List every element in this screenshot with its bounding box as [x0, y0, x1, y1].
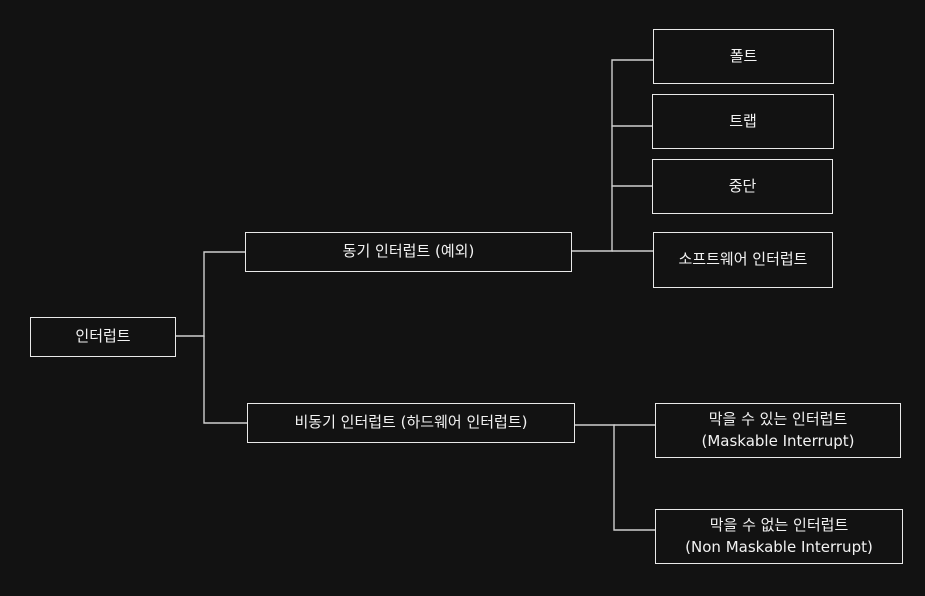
software-interrupt-node: 소프트웨어 인터럽트 [653, 232, 833, 288]
nonmaskable-interrupt-sublabel: (Non Maskable Interrupt) [685, 537, 873, 556]
fault-node: 폴트 [653, 29, 834, 84]
maskable-interrupt-label: 막을 수 있는 인터럽트 [708, 409, 848, 428]
async-interrupt-label: 비동기 인터럽트 (하드웨어 인터럽트) [294, 413, 528, 432]
async-interrupt-node: 비동기 인터럽트 (하드웨어 인터럽트) [247, 403, 575, 443]
nonmaskable-interrupt-node: 막을 수 없는 인터럽트 (Non Maskable Interrupt) [655, 509, 903, 564]
connector-async-bus [574, 424, 656, 531]
software-interrupt-label: 소프트웨어 인터럽트 [678, 250, 808, 269]
connector-root-sync [175, 251, 247, 337]
maskable-interrupt-sublabel: (Maskable Interrupt) [701, 431, 855, 450]
abort-label: 중단 [728, 176, 757, 195]
nonmaskable-interrupt-label: 막을 수 없는 인터럽트 [709, 515, 849, 534]
root-label: 인터럽트 [75, 327, 131, 346]
abort-node: 중단 [652, 159, 833, 214]
maskable-interrupt-node: 막을 수 있는 인터럽트 (Maskable Interrupt) [655, 403, 901, 458]
connector-root-async [203, 335, 248, 424]
trap-label: 트랩 [729, 111, 757, 130]
connector-sync-bus [571, 59, 654, 252]
root-node: 인터럽트 [30, 317, 176, 357]
trap-node: 트랩 [652, 94, 834, 149]
sync-interrupt-node: 동기 인터럽트 (예외) [245, 232, 572, 272]
fault-label: 폴트 [729, 46, 758, 65]
sync-interrupt-label: 동기 인터럽트 (예외) [342, 242, 475, 261]
